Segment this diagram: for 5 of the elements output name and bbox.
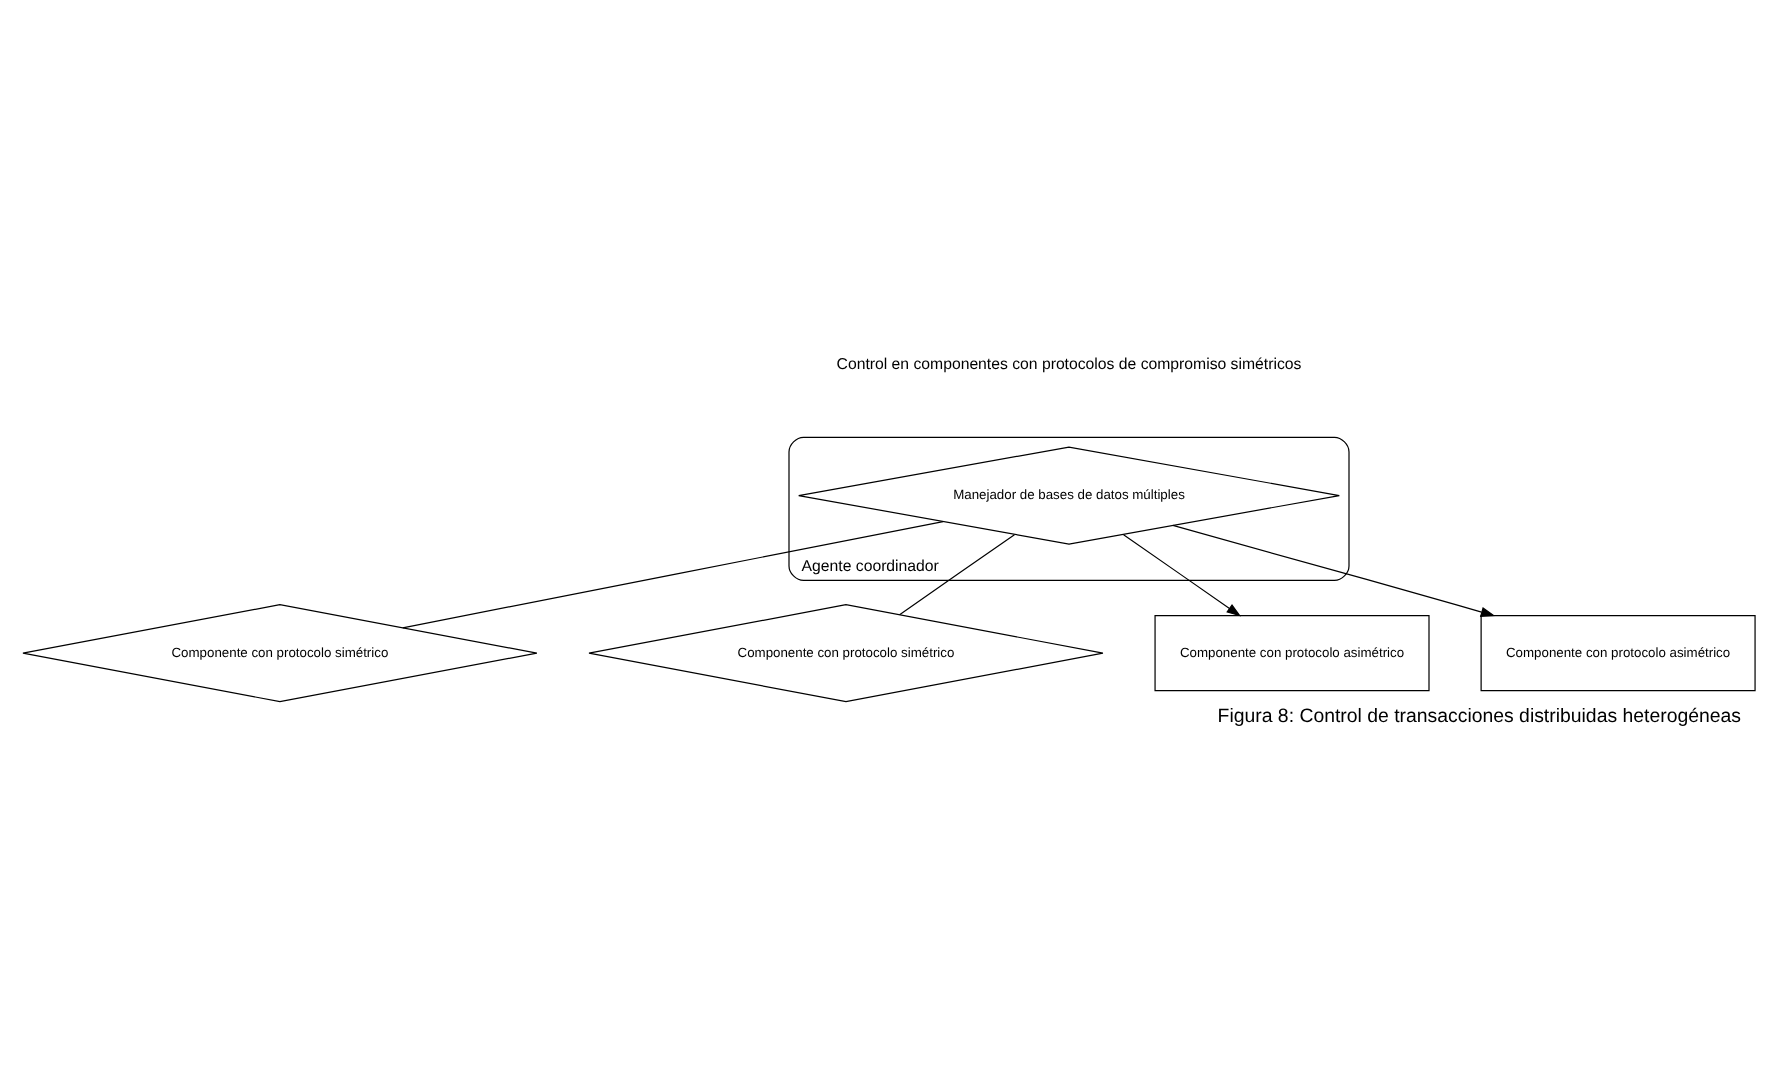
caption: Figura 8: Control de transacciones distribuidas heterogéneas bbox=[1217, 706, 1742, 728]
connector bbox=[898, 534, 1016, 616]
arrow bbox=[1172, 524, 1496, 617]
arrow bbox=[1122, 534, 1242, 617]
connector bbox=[402, 520, 944, 629]
